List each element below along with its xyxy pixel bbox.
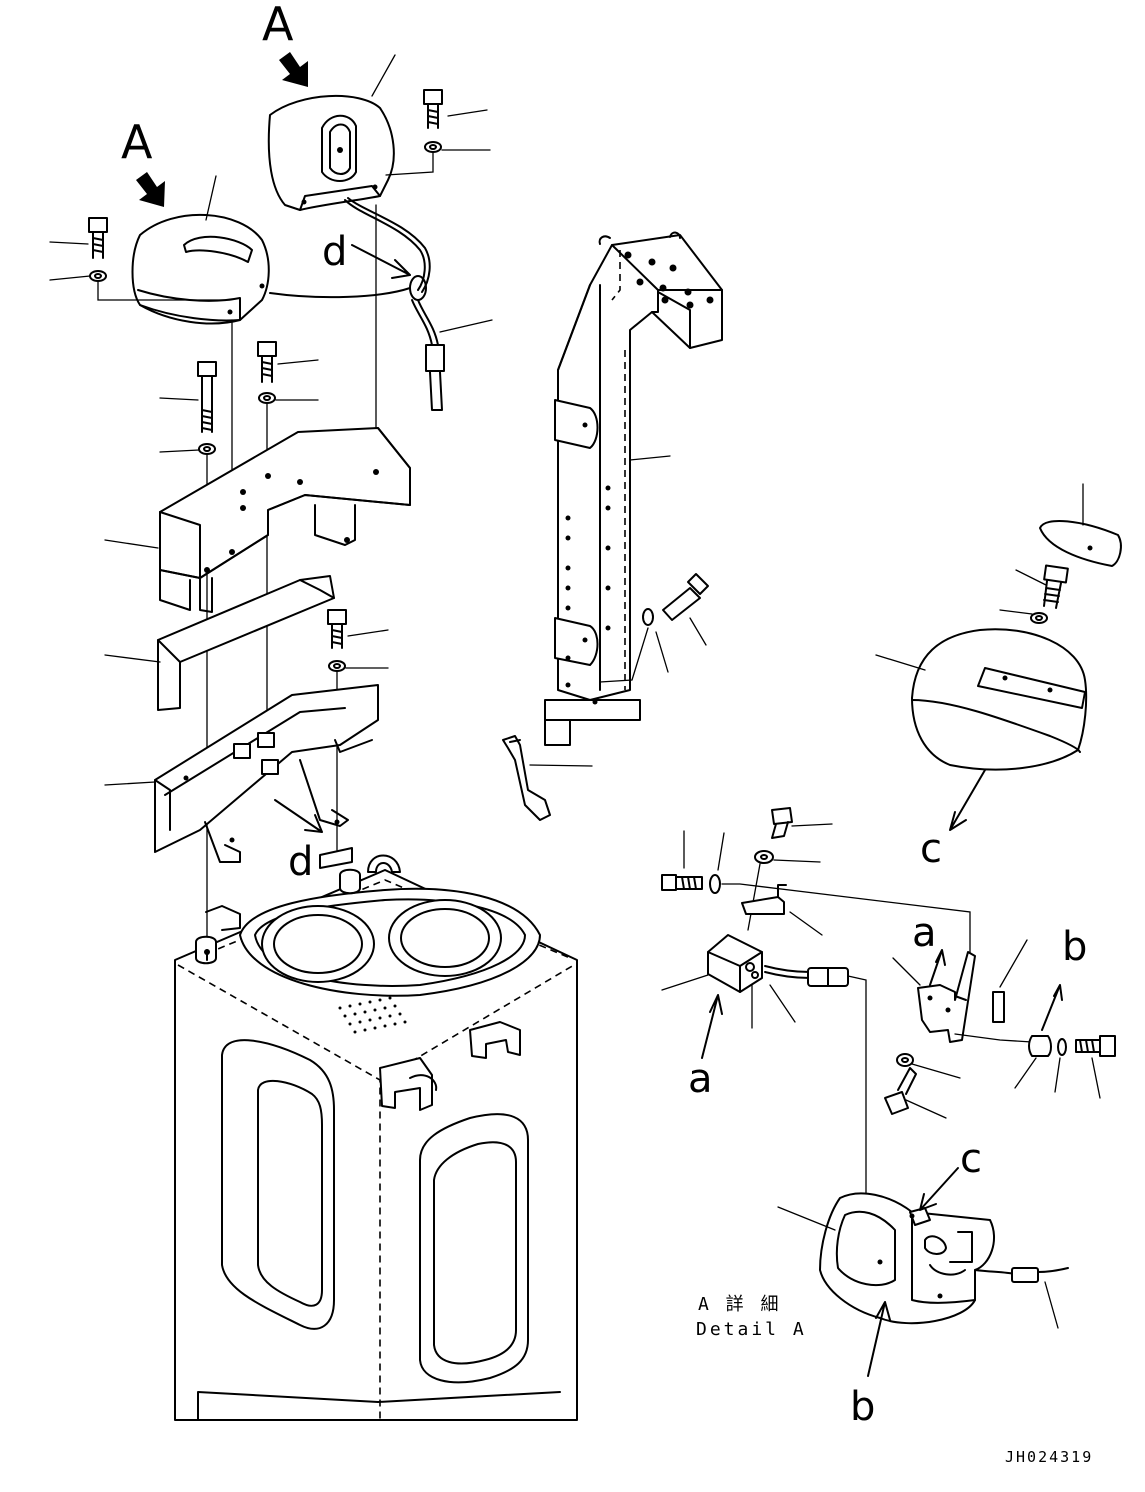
- label-a-upper: a: [912, 910, 937, 956]
- arrow-c-detail: [919, 1167, 959, 1211]
- caption-japanese: A 詳 細: [698, 1294, 782, 1315]
- view-arrow-a-top: [279, 52, 308, 87]
- wire-harness: [269, 197, 445, 411]
- detail-housing: [819, 1192, 1069, 1325]
- caption-english: Detail A: [696, 1319, 807, 1340]
- column-stand: [544, 231, 723, 746]
- detail-spacer: [1028, 1035, 1116, 1057]
- top-cover: [267, 94, 395, 211]
- mounting-plate-upper: [159, 427, 411, 613]
- label-d-lower: d: [288, 839, 313, 885]
- view-arrow-a-left: [136, 172, 165, 207]
- label-view-a-top: A: [262, 0, 294, 51]
- bolt-left-top: [88, 217, 108, 282]
- column-bolt: [642, 573, 709, 626]
- label-a-lower: a: [688, 1056, 713, 1102]
- right-cover: [911, 628, 1088, 771]
- label-d-upper: d: [322, 229, 347, 275]
- console-box: [174, 847, 578, 1421]
- arrow-a-upper: [929, 949, 946, 986]
- left-cover: [131, 213, 270, 325]
- label-c-right: c: [920, 826, 942, 872]
- arrow-d-upper: [351, 244, 411, 279]
- bolt-long: [197, 361, 217, 455]
- label-c-detail: c: [960, 1136, 982, 1182]
- label-b-upper: b: [1062, 924, 1087, 970]
- arrow-b-upper: [1041, 984, 1063, 1031]
- detail-bolt-vertical: [754, 807, 793, 864]
- arrow-a-lower: [701, 994, 723, 1059]
- right-bolt: [1030, 564, 1069, 624]
- arrow-b-lower: [867, 1301, 891, 1377]
- grip-bar: [157, 575, 335, 711]
- bolt-small: [327, 609, 347, 672]
- detail-bolt-horizontal: [661, 874, 721, 894]
- arrow-c-right: [949, 769, 986, 831]
- clip: [502, 735, 551, 821]
- right-cap: [1039, 519, 1122, 567]
- arrow-d-lower: [274, 799, 323, 833]
- lower-bracket: [154, 684, 379, 863]
- detail-bracket: [917, 951, 976, 1043]
- label-view-a-left: A: [121, 115, 153, 169]
- bolt-middle: [257, 341, 277, 404]
- drawing-code: JH024319: [1005, 1448, 1093, 1466]
- label-b-lower: b: [850, 1384, 875, 1430]
- detail-pad: [992, 991, 1005, 1023]
- detail-sensor: [707, 934, 849, 993]
- detail-plate: [741, 884, 787, 915]
- detail-bolt-lower: [884, 1053, 917, 1115]
- bolt-top-right: [423, 89, 443, 153]
